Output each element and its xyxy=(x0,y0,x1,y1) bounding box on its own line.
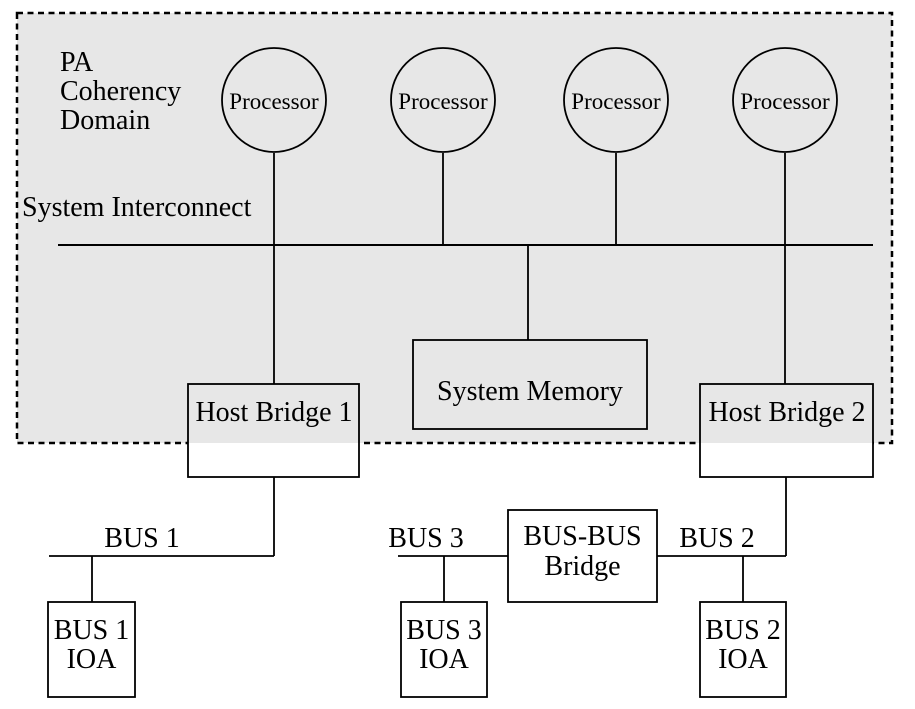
host-bridge-2-label: Host Bridge 2 xyxy=(708,397,866,428)
system-interconnect-label: System Interconnect xyxy=(22,192,252,223)
processor-3-circle xyxy=(563,47,669,153)
system-memory-box xyxy=(412,339,648,430)
host-bridge-2-box xyxy=(699,383,874,478)
bus2-ioa-box xyxy=(699,601,787,698)
processor-1-label: Processor xyxy=(229,89,319,114)
processor-2-label: Processor xyxy=(398,89,488,114)
host-bridge-2-fill-inside-domain xyxy=(700,384,873,443)
processor-2-circle xyxy=(390,47,496,153)
bus3-ioa-label: BUS 3 IOA xyxy=(406,615,482,675)
processor-4-label: Processor xyxy=(740,89,830,114)
pa-coherency-domain-box xyxy=(15,11,894,445)
host-bridge-2-fill-outside-domain xyxy=(700,443,873,477)
bus2-label: BUS 2 xyxy=(679,523,755,554)
system-memory-label: System Memory xyxy=(437,376,623,407)
processor-1-circle xyxy=(221,47,327,153)
host-bridge-1-fill-inside-domain xyxy=(188,384,359,443)
bus2-ioa-label: BUS 2 IOA xyxy=(705,615,781,675)
bus1-label: BUS 1 xyxy=(104,523,180,554)
bus3-label: BUS 3 xyxy=(388,523,464,554)
host-bridge-1-fill-outside-domain xyxy=(188,443,359,477)
bus1-ioa-box xyxy=(47,601,136,698)
processor-4-circle xyxy=(732,47,838,153)
bus3-ioa-box xyxy=(400,601,488,698)
pa-coherency-domain-label: PA Coherency Domain xyxy=(60,47,182,136)
host-bridge-1-box xyxy=(187,383,360,478)
host-bridge-1-label: Host Bridge 1 xyxy=(195,397,353,428)
processor-3-label: Processor xyxy=(571,89,661,114)
bus1-ioa-label: BUS 1 IOA xyxy=(53,615,130,675)
bus-bus-bridge-label: BUS-BUS Bridge xyxy=(523,521,642,582)
bus-bus-bridge-box xyxy=(507,509,658,603)
